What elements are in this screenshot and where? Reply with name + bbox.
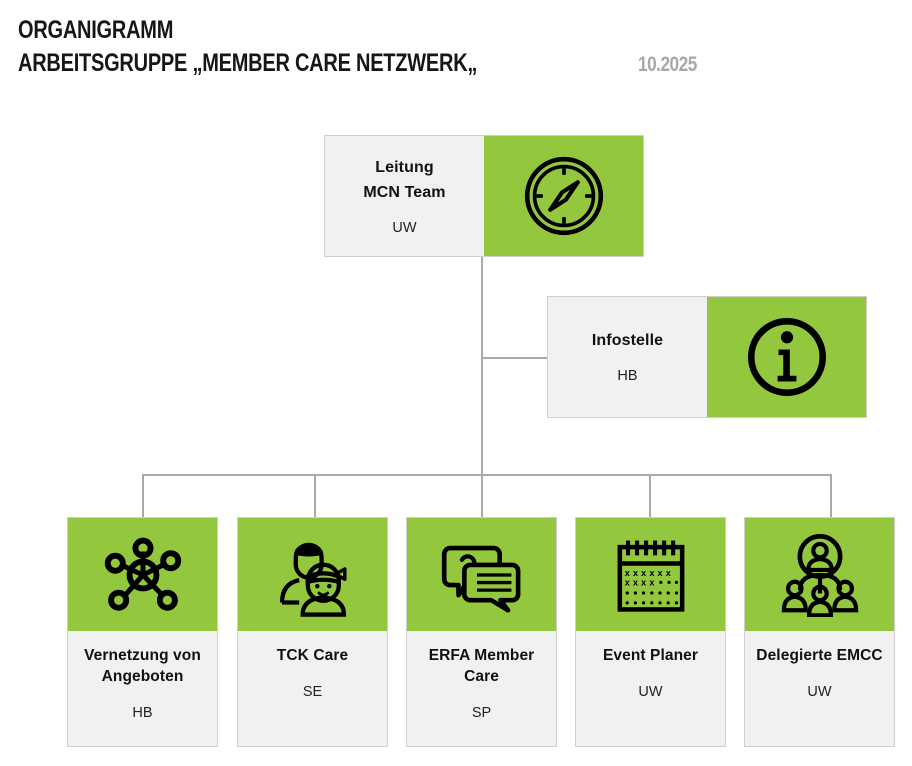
node-leitung-text-panel: Leitung MCN Team UW — [325, 136, 484, 256]
svg-text:x: x — [632, 567, 637, 577]
node-infostelle-icon-panel — [707, 297, 866, 417]
node-tck-care-title: TCK Care — [276, 647, 349, 664]
node-event-planer-text-panel: Event Planer UW — [576, 631, 725, 746]
page-title-row2: ARBEITSGRUPPE „MEMBER CARE NETZWERK„ 10.… — [18, 47, 898, 80]
node-vernetzung-title: Vernetzung von — [84, 647, 201, 664]
node-tck-care-initials: SE — [302, 684, 323, 700]
svg-text:x: x — [641, 567, 646, 577]
speech-bubbles-icon — [440, 533, 524, 617]
node-erfa-member-care[interactable]: ERFA Member Care SP — [406, 517, 557, 747]
node-leitung-title2: MCN Team — [363, 183, 446, 201]
node-leitung-icon-panel — [484, 136, 643, 256]
document-date: 10.2025 — [637, 53, 697, 76]
svg-text:x: x — [649, 567, 654, 577]
node-tck-care-icon-panel — [238, 518, 387, 631]
node-leitung-title: Leitung — [375, 158, 434, 176]
svg-text:x: x — [649, 577, 654, 587]
info-icon — [740, 310, 834, 404]
node-erfa-title: ERFA Member — [428, 647, 535, 664]
node-leitung-mcn-team[interactable]: Leitung MCN Team UW — [324, 135, 644, 257]
node-delegierte-title: Delegierte EMCC — [756, 647, 883, 664]
connector-staff-branch — [481, 357, 548, 359]
page-title-line2: ARBEITSGRUPPE „MEMBER CARE NETZWERK„ — [18, 49, 478, 77]
connector-root-trunk — [481, 257, 483, 358]
node-erfa-initials: SP — [471, 705, 492, 721]
node-event-planer-title: Event Planer — [602, 647, 699, 664]
svg-text:x: x — [624, 567, 629, 577]
connector-drop-3 — [481, 474, 483, 517]
node-delegierte-text-panel: Delegierte EMCC UW — [745, 631, 894, 746]
network-hub-icon — [101, 533, 185, 617]
two-children-icon — [270, 532, 356, 618]
node-erfa-title2: Care — [464, 668, 499, 685]
compass-icon — [518, 150, 610, 242]
connector-drop-2 — [314, 474, 316, 517]
node-tck-care[interactable]: TCK Care SE — [237, 517, 388, 747]
page-header: ORGANIGRAMM ARBEITSGRUPPE „MEMBER CARE N… — [18, 14, 898, 80]
node-vernetzung-icon-panel — [68, 518, 217, 631]
node-delegierte-emcc[interactable]: Delegierte EMCC UW — [744, 517, 895, 747]
node-infostelle[interactable]: Infostelle HB — [547, 296, 867, 418]
node-erfa-icon-panel — [407, 518, 556, 631]
node-infostelle-title: Infostelle — [591, 332, 664, 349]
svg-text:x: x — [657, 567, 662, 577]
node-leitung-initials: UW — [392, 219, 417, 236]
connector-drop-5 — [830, 474, 832, 517]
connector-unit-bus — [142, 474, 832, 476]
page-title-line1: ORGANIGRAMM — [18, 16, 174, 44]
svg-text:x: x — [665, 567, 670, 577]
node-infostelle-initials: HB — [617, 368, 638, 384]
node-tck-care-text-panel: TCK Care SE — [238, 631, 387, 746]
node-vernetzung-initials: HB — [132, 705, 153, 721]
connector-lower-trunk — [481, 357, 483, 475]
node-vernetzung-text-panel: Vernetzung von Angeboten HB — [68, 631, 217, 746]
svg-text:x: x — [624, 577, 629, 587]
connector-drop-1 — [142, 474, 144, 517]
node-vernetzung-title2: Angeboten — [101, 668, 184, 685]
connector-drop-4 — [649, 474, 651, 517]
node-delegierte-icon-panel — [745, 518, 894, 631]
svg-text:x: x — [641, 577, 646, 587]
node-event-planer-initials: UW — [638, 684, 663, 700]
node-infostelle-text-panel: Infostelle HB — [548, 297, 707, 417]
node-vernetzung-von-angeboten[interactable]: Vernetzung von Angeboten HB — [67, 517, 218, 747]
org-people-icon — [778, 533, 862, 617]
node-delegierte-initials: UW — [807, 684, 832, 700]
svg-text:x: x — [632, 577, 637, 587]
node-erfa-text-panel: ERFA Member Care SP — [407, 631, 556, 746]
